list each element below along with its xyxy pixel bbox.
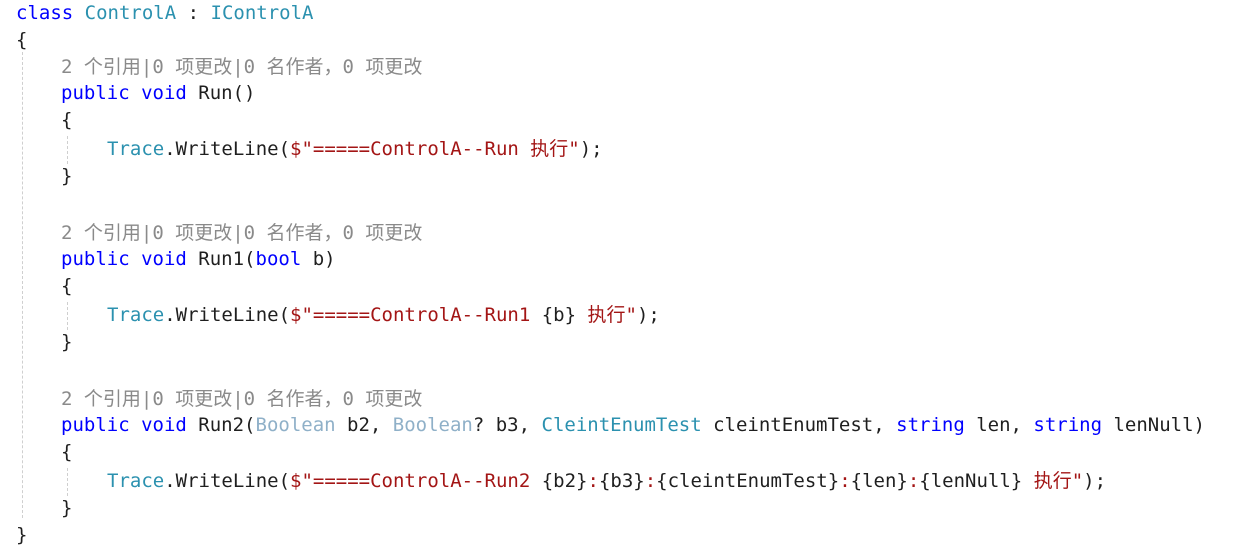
code-token: .WriteLine( — [164, 470, 291, 492]
string-token: 执行" — [576, 304, 637, 326]
keyword-token: void — [141, 82, 187, 104]
class-declaration: class ControlA : IControlA — [16, 0, 313, 26]
indent-guide-method-3 — [67, 468, 68, 496]
code-token: Run() — [186, 82, 256, 104]
keyword-token: void — [141, 414, 187, 436]
code-token: cleintEnumTest, — [701, 414, 897, 436]
string-token: : — [644, 470, 657, 492]
keyword-token: void — [141, 248, 187, 270]
type-token: Boolean — [255, 414, 336, 436]
indent-guide-method-1 — [67, 136, 68, 164]
method-body-run2: Trace.WriteLine($"=====ControlA--Run2 {b… — [107, 468, 1106, 494]
code-token: .WriteLine( — [164, 304, 291, 326]
method-open-brace-run1: { — [61, 275, 73, 297]
string-token: : — [587, 470, 599, 492]
string-token: 执行" — [1022, 470, 1084, 492]
method-signature-run: public void Run() — [61, 80, 256, 106]
code-token — [130, 414, 141, 436]
code-token — [130, 248, 141, 270]
interpolation-token: {lenNull} — [919, 470, 1023, 492]
interpolation-token: {b} — [541, 304, 577, 326]
code-token: ); — [579, 138, 603, 160]
code-token: len, — [964, 414, 1034, 436]
type-token: Trace — [107, 138, 165, 160]
code-lens-method-2[interactable]: 2 个引用|0 项更改|0 名作者，0 项更改 — [61, 222, 423, 244]
type-token: CleintEnumTest — [541, 414, 702, 436]
class-name: ControlA — [84, 2, 177, 24]
string-token: : — [907, 470, 920, 492]
base-interface-name: IControlA — [210, 2, 314, 24]
method-close-brace-run2: } — [61, 497, 73, 519]
code-token: lenNull) — [1102, 414, 1205, 436]
method-close-brace-run: } — [61, 165, 73, 187]
string-token: : — [839, 470, 851, 492]
type-token: Trace — [107, 304, 165, 326]
method-close-brace-run1: } — [61, 331, 73, 353]
string-token: $"=====ControlA--Run1 — [290, 304, 542, 326]
method-body-run1: Trace.WriteLine($"=====ControlA--Run1 {b… — [107, 302, 660, 328]
keyword-token: string — [1033, 414, 1103, 436]
interpolation-token: {len} — [850, 470, 908, 492]
type-token: Trace — [107, 470, 165, 492]
indent-guide-method-2 — [67, 302, 68, 330]
keyword-token: public — [61, 248, 130, 270]
interpolation-token: {cleintEnumTest} — [656, 470, 840, 492]
interpolation-token: {b3} — [598, 470, 645, 492]
string-token: $"=====ControlA--Run2 — [290, 470, 542, 492]
class-close-brace: } — [16, 524, 28, 546]
method-signature-run2: public void Run2(Boolean b2, Boolean? b3… — [61, 412, 1205, 438]
class-open-brace: { — [16, 29, 28, 51]
code-token: b) — [301, 248, 336, 270]
method-body-run: Trace.WriteLine($"=====ControlA--Run 执行"… — [107, 136, 603, 162]
string-token: $"=====ControlA--Run 执行" — [290, 138, 580, 160]
type-token: Boolean — [392, 414, 473, 436]
interpolation-token: {b2} — [541, 470, 588, 492]
code-lens-method-1[interactable]: 2 个引用|0 项更改|0 名作者，0 项更改 — [61, 56, 423, 78]
code-lens-method-3[interactable]: 2 个引用|0 项更改|0 名作者，0 项更改 — [61, 388, 423, 410]
keyword-token: bool — [255, 248, 302, 270]
keyword-token: public — [61, 414, 130, 436]
code-token — [130, 82, 141, 104]
class-keyword: class — [16, 2, 74, 24]
code-token: ? b3, — [472, 414, 542, 436]
keyword-token: string — [896, 414, 965, 436]
code-token: ); — [636, 304, 660, 326]
indent-guide-class — [22, 52, 23, 518]
method-open-brace-run2: { — [61, 441, 73, 463]
method-open-brace-run: { — [61, 109, 73, 131]
code-token: Run2( — [186, 414, 256, 436]
code-token: Run1( — [186, 248, 256, 270]
code-token: .WriteLine( — [164, 138, 291, 160]
keyword-token: public — [61, 82, 130, 104]
class-separator: : — [176, 2, 211, 24]
method-signature-run1: public void Run1(bool b) — [61, 246, 336, 272]
code-token: b2, — [335, 414, 393, 436]
code-token: ); — [1083, 470, 1107, 492]
